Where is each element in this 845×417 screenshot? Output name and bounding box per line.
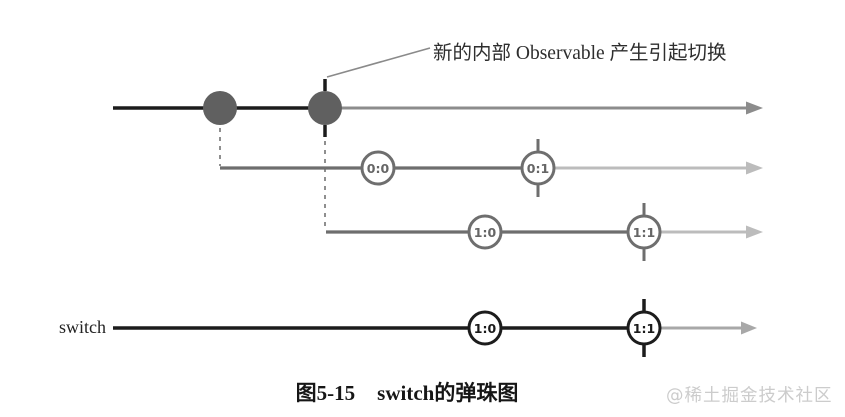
- marble-0-1-label: 0:1: [527, 161, 549, 176]
- output-arrowhead-icon: [741, 321, 757, 335]
- marble-1-0-label: 1:0: [474, 225, 497, 240]
- output-marble-1-0: [467, 310, 503, 346]
- source-arrowhead-icon: [746, 101, 763, 115]
- marble-1-1: [626, 214, 662, 250]
- marble-0-0: [360, 150, 396, 186]
- inner0-arrowhead-icon: [746, 161, 763, 175]
- annotation-label: 新的内部 Observable 产生引起切换: [433, 43, 727, 64]
- figure-caption: 图5-15 switch的弹珠图: [0, 377, 814, 407]
- source-marble-1: [203, 91, 237, 125]
- output-marble-1-1-label: 1:1: [633, 321, 655, 336]
- marble-0-1: [520, 150, 556, 186]
- marble-1-1-label: 1:1: [633, 225, 655, 240]
- figure-title: switch的弹珠图: [377, 381, 519, 405]
- figure-number: 图5-15: [295, 381, 356, 405]
- inner1-arrowhead-icon: [746, 225, 763, 239]
- watermark-label: @稀土掘金技术社区: [666, 386, 833, 406]
- source-marble-2: [308, 91, 342, 125]
- marble-0-0-label: 0:0: [367, 161, 390, 176]
- marble-1-0: [467, 214, 503, 250]
- output-timeline-label: switch: [59, 317, 106, 337]
- output-marble-1-0-label: 1:0: [474, 321, 497, 336]
- output-marble-1-1: [626, 310, 662, 346]
- annotation-leader-line: [326, 47, 431, 78]
